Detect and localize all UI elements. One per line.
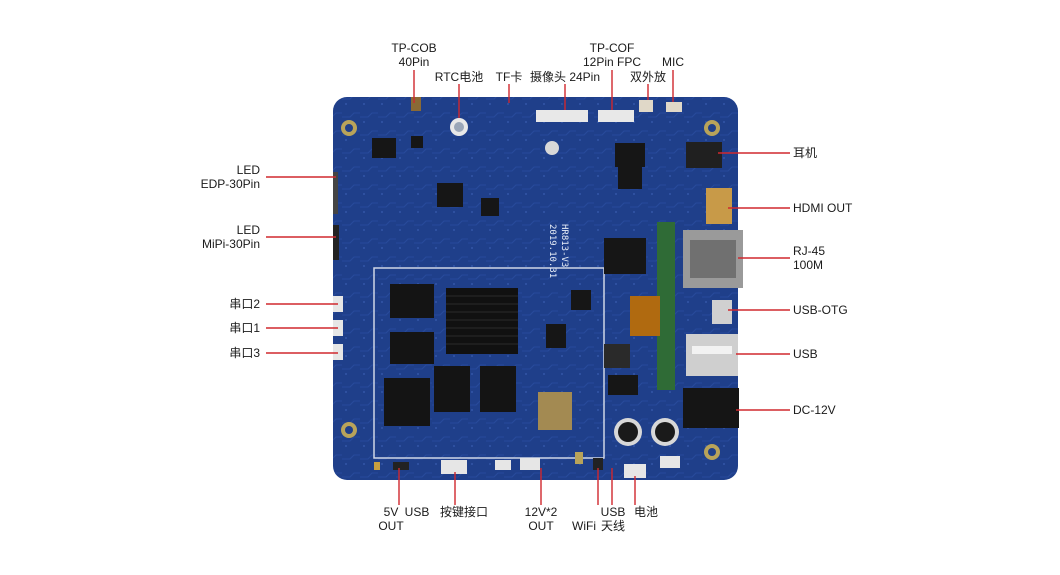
soc-heatsink — [446, 288, 518, 354]
label-camera: 摄像头 24Pin — [529, 70, 601, 84]
label-wifi: WiFi — [572, 519, 596, 533]
label-key-interface: 按键接口 — [439, 505, 488, 519]
usb-otg-port — [712, 300, 732, 324]
memory-chips — [384, 284, 516, 426]
label-usb-right: USB — [793, 347, 818, 361]
label-tf-card: TF卡 — [495, 70, 523, 84]
label-hdmi-out: HDMI OUT — [793, 201, 853, 215]
label-uart3: 串口3 — [229, 346, 260, 360]
callout-lines — [266, 70, 790, 505]
label-dc-12v: DC-12V — [793, 403, 836, 417]
board-marking-date: 2019.10.31 — [547, 224, 557, 278]
label-uart2: 串口2 — [229, 297, 260, 311]
label-uart1: 串口1 — [229, 321, 260, 335]
earphone-jack — [686, 142, 722, 168]
dc-jack — [683, 388, 739, 428]
label-rtc-battery: RTC电池 — [434, 70, 484, 84]
board-marking-model: HR813-V3 — [559, 224, 569, 267]
label-earphone: 耳机 — [793, 146, 818, 160]
label-battery: 电池 — [633, 505, 658, 519]
wifi-module — [538, 392, 572, 430]
label-dual-speaker: 双外放 — [629, 70, 666, 84]
capacitors — [545, 141, 679, 446]
label-usb-otg: USB-OTG — [793, 303, 848, 317]
usb-port — [686, 334, 738, 376]
hdmi-port — [706, 188, 732, 224]
label-mic: MIC — [662, 55, 684, 69]
label-usb-bottom: USB — [404, 505, 430, 519]
green-daughterboard — [657, 222, 675, 390]
